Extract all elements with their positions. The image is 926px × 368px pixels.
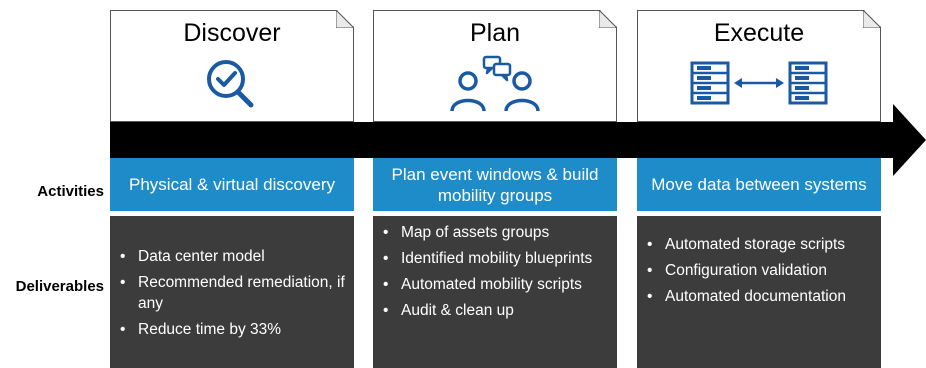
phase-card-execute: Execute <box>637 10 881 122</box>
deliverable-item: Reduce time by 33% <box>110 319 354 340</box>
deliverables-label: Deliverables <box>15 278 104 295</box>
page-fold-discover <box>336 10 354 28</box>
activity-discover: Physical & virtual discovery <box>110 158 354 211</box>
deliverables-plan: Map of assets groups Identified mobility… <box>373 216 617 368</box>
deliverable-item: Data center model <box>110 246 354 267</box>
phase-title-discover: Discover <box>183 19 281 47</box>
deliverable-item: Configuration validation <box>637 260 881 281</box>
deliverable-item: Audit & clean up <box>373 300 617 321</box>
activities-label: Activities <box>37 183 104 200</box>
data-transfer-icon <box>638 55 880 117</box>
activity-plan: Plan event windows & build mobility grou… <box>373 158 617 211</box>
phase-title-execute: Execute <box>713 19 805 47</box>
deliverable-item: Automated mobility scripts <box>373 274 617 295</box>
deliverable-item: Recommended remediation, if any <box>110 272 354 314</box>
deliverable-item: Map of assets groups <box>373 222 617 243</box>
page-fold-plan <box>599 10 617 28</box>
deliverables-discover: Data center model Recommended remediatio… <box>110 216 354 368</box>
page-fold-execute <box>863 10 881 28</box>
phase-card-discover: Discover <box>110 10 354 122</box>
deliverable-item: Identified mobility blueprints <box>373 248 617 269</box>
deliverable-item: Automated storage scripts <box>637 234 881 255</box>
phase-title-plan: Plan <box>469 19 521 47</box>
magnifier-check-icon <box>111 55 353 117</box>
activity-execute: Move data between systems <box>637 158 881 211</box>
deliverables-execute: Automated storage scripts Configuration … <box>637 216 881 368</box>
phase-card-plan: Plan <box>373 10 617 122</box>
people-chat-icon <box>374 55 616 117</box>
deliverable-item: Automated documentation <box>637 286 881 307</box>
